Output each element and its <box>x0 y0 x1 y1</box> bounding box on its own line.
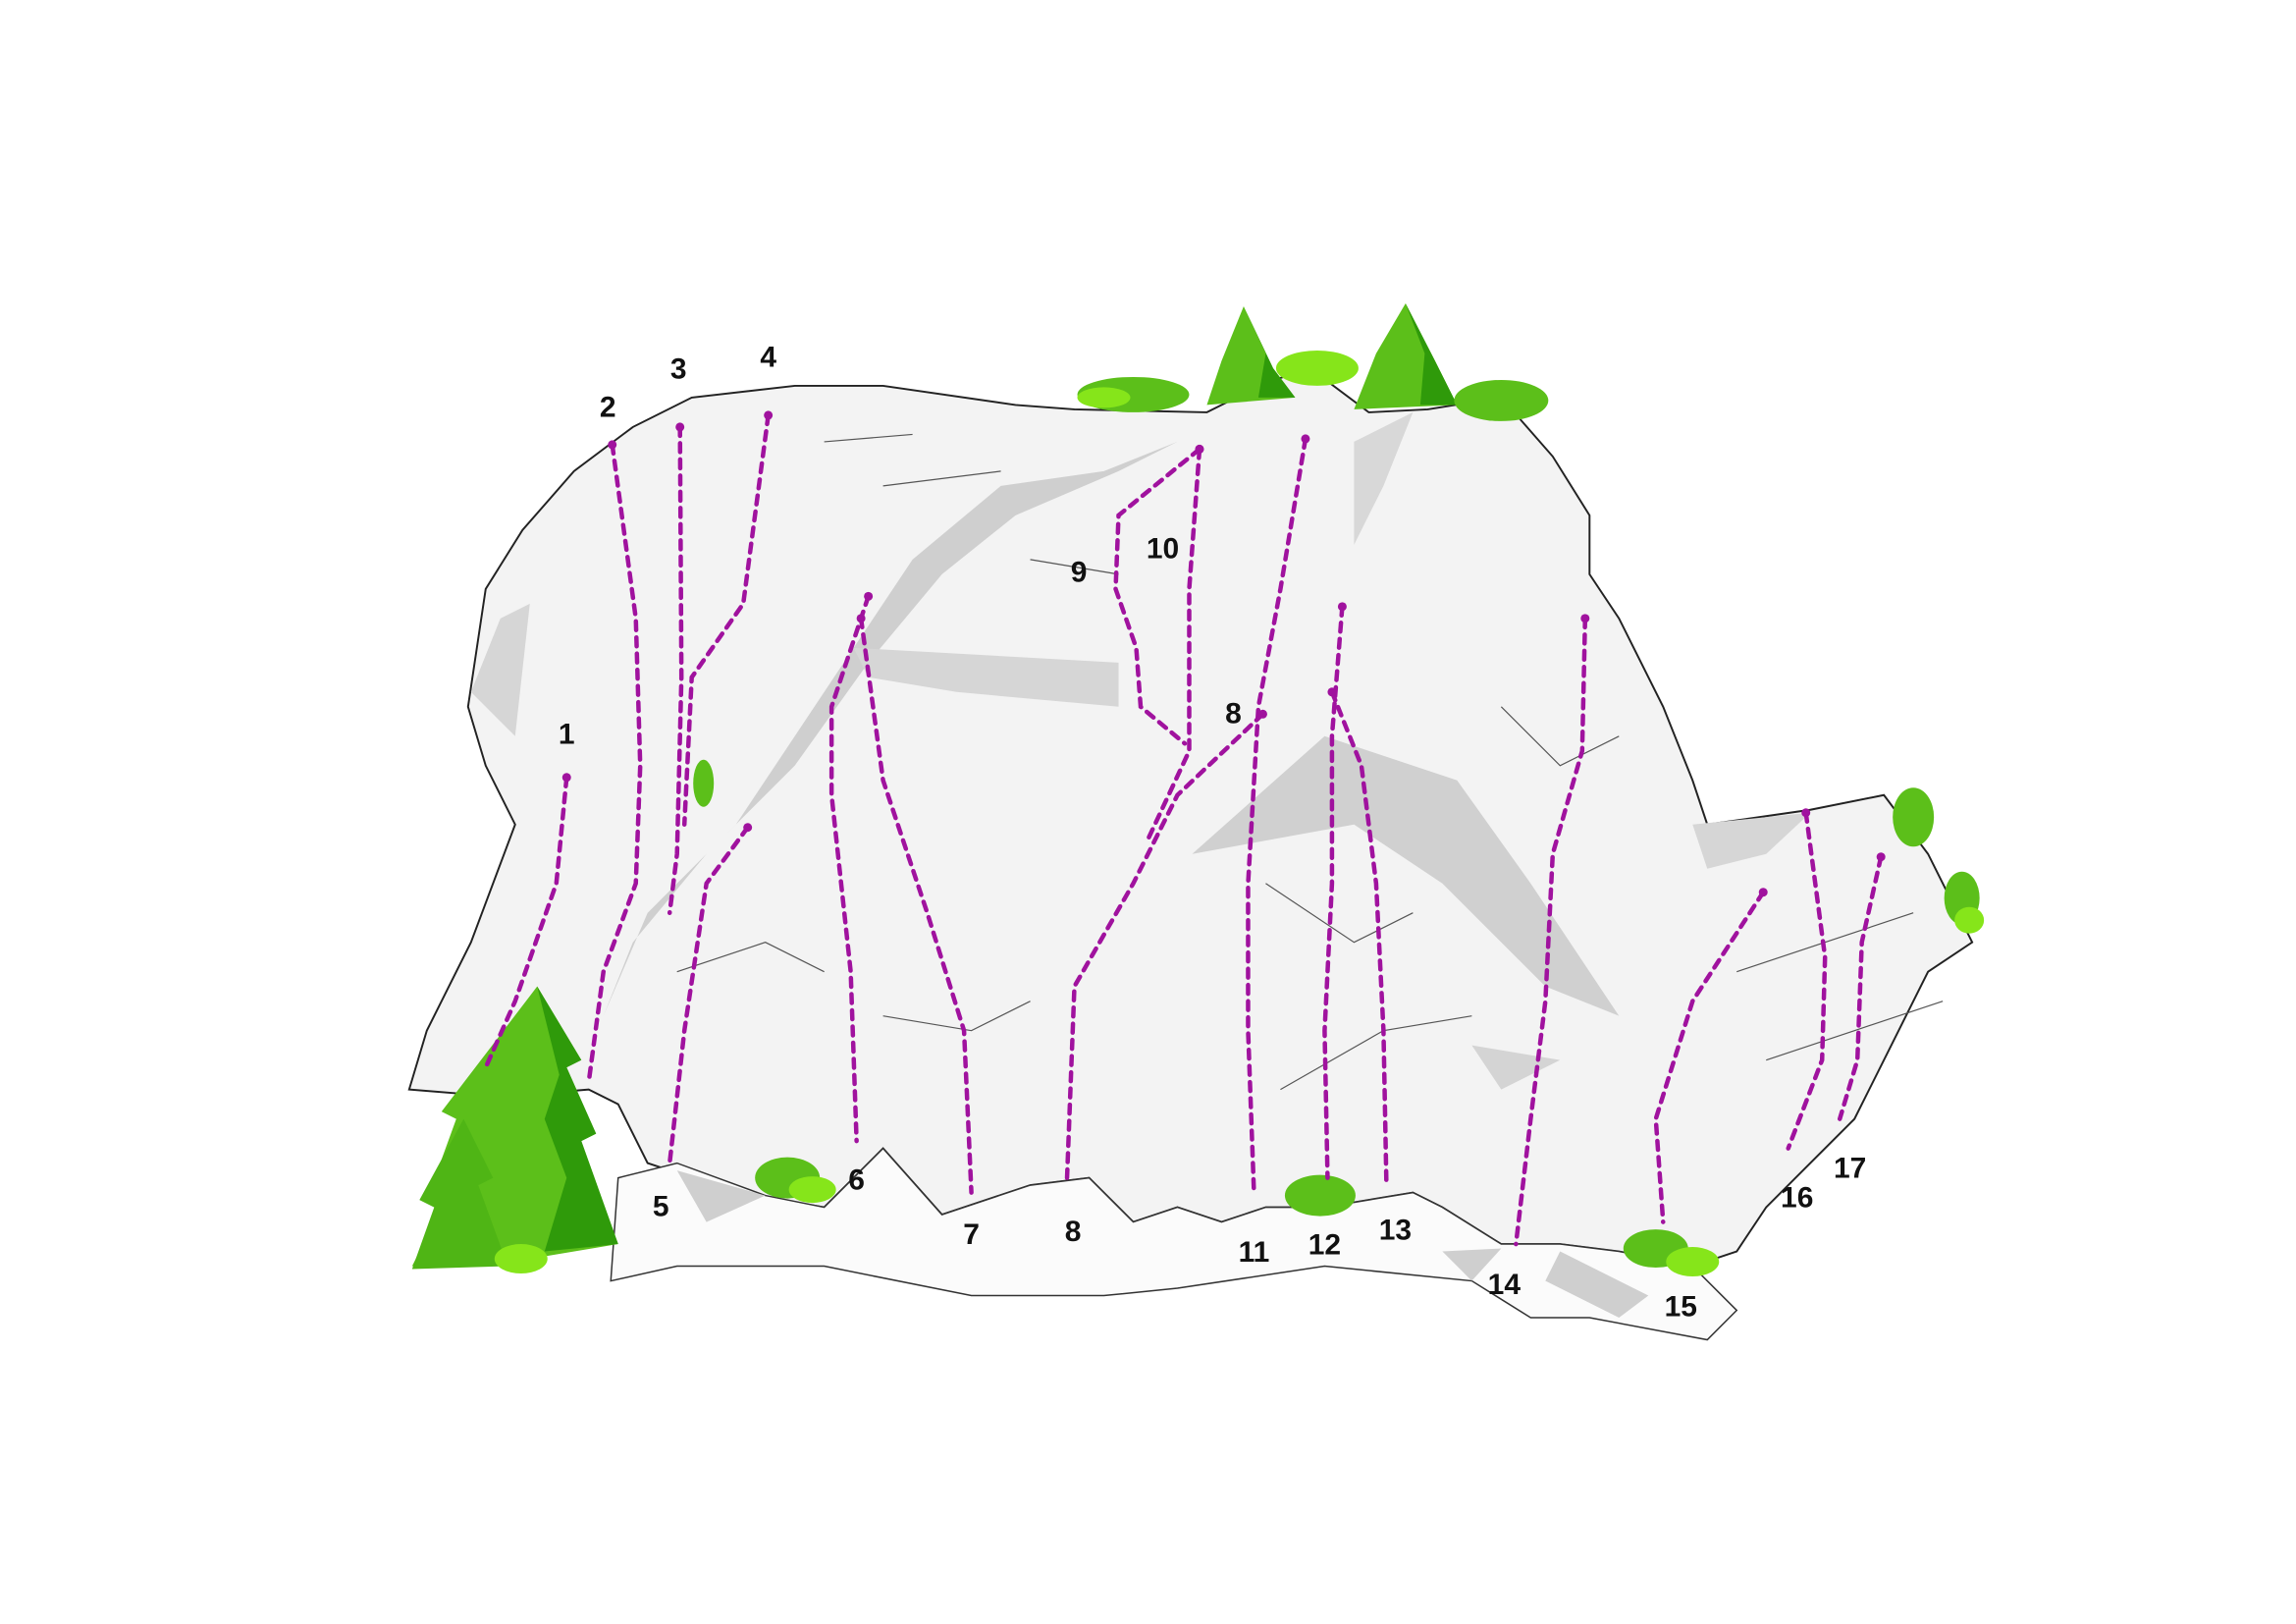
route-line <box>1246 436 1308 1195</box>
rock-crack <box>1500 706 1620 767</box>
route-number-label: 11 <box>1239 1236 1270 1269</box>
route-number-label: 7 <box>963 1218 980 1251</box>
rock-face <box>407 366 1974 1341</box>
route-line <box>667 424 684 915</box>
route-line <box>858 616 974 1195</box>
bush-icon <box>788 1176 836 1204</box>
anchor-icon <box>1327 687 1337 697</box>
route-line <box>1837 854 1884 1121</box>
route-line <box>828 594 871 1144</box>
route-number-label: 8 <box>1065 1216 1082 1248</box>
bush-icon <box>494 1244 548 1274</box>
bush-icon <box>1954 906 1985 934</box>
route-line <box>1064 712 1265 1180</box>
anchor-icon <box>1758 888 1768 897</box>
rock-shadow <box>470 603 530 736</box>
rock-crack <box>882 470 1001 487</box>
route-number-label: 13 <box>1379 1215 1412 1247</box>
base-boulders <box>610 1147 1738 1341</box>
route-number-label: 12 <box>1308 1229 1341 1262</box>
route-line <box>667 825 750 1165</box>
bush-icon <box>1666 1247 1720 1277</box>
anchor-icon <box>1337 602 1347 612</box>
anchor-icon <box>1301 434 1310 444</box>
route-number-label: 9 <box>1071 556 1088 588</box>
anchor-icon <box>561 773 571 783</box>
rock-crack <box>882 1001 1031 1032</box>
route-line <box>1786 810 1828 1151</box>
rock-shadow <box>1692 812 1811 869</box>
anchor-icon <box>675 422 685 432</box>
boulder-shadow <box>1545 1251 1649 1319</box>
bush-icon <box>1077 387 1131 408</box>
route-line <box>586 442 643 1085</box>
anchor-icon <box>1195 444 1204 454</box>
route-number-label: 6 <box>848 1164 865 1197</box>
routes <box>483 410 1886 1247</box>
rock-crack <box>1030 559 1119 575</box>
route-line <box>681 412 771 827</box>
route-line <box>483 775 569 1070</box>
anchor-icon <box>1876 852 1886 862</box>
rock-crack <box>1265 883 1414 944</box>
bush-icon <box>1454 379 1549 421</box>
tree-icon <box>537 986 618 1252</box>
route-number-label: 1 <box>559 718 575 750</box>
route-number-label: 14 <box>1488 1269 1522 1301</box>
rock-shadow <box>1354 411 1414 545</box>
anchor-icon <box>764 410 774 420</box>
anchor-icon <box>856 614 866 623</box>
route-number-label: 15 <box>1665 1291 1697 1324</box>
rock-crack <box>824 433 913 443</box>
route-number-label: 16 <box>1781 1182 1813 1215</box>
vegetation <box>411 302 1985 1277</box>
anchor-icon <box>608 440 617 450</box>
route-line <box>1653 890 1766 1224</box>
bush-icon <box>1284 1174 1356 1217</box>
rock-shadow <box>1192 735 1620 1016</box>
anchor-icon <box>1801 808 1811 818</box>
rock-outline <box>407 366 1974 1268</box>
route-line <box>1113 447 1202 746</box>
anchor-icon <box>743 823 753 833</box>
route-line <box>1329 689 1389 1188</box>
route-number-label: 3 <box>670 352 687 385</box>
plant-icon <box>693 759 715 807</box>
route-line <box>1146 447 1202 841</box>
bush-icon <box>1893 787 1935 847</box>
boulder-shadow <box>1442 1248 1502 1281</box>
tree-icon <box>1243 305 1296 398</box>
route-number-label: 8 <box>1225 697 1242 730</box>
rock-crack <box>1766 1001 1944 1061</box>
tree-icon <box>411 1118 508 1270</box>
route-number-label: 5 <box>653 1191 669 1223</box>
anchor-icon <box>864 591 874 601</box>
tree-icon <box>1405 302 1458 406</box>
rock-crack <box>676 942 825 973</box>
route-number-label: 17 <box>1834 1153 1866 1185</box>
anchor-icon <box>1257 709 1267 719</box>
route-line <box>1514 616 1588 1247</box>
route-number-label: 10 <box>1147 532 1179 565</box>
rock-shadow <box>853 647 1119 707</box>
anchor-icon <box>1580 614 1590 623</box>
route-number-label: 4 <box>760 341 776 373</box>
bush-icon <box>1275 350 1359 386</box>
route-number-label: 2 <box>600 391 616 423</box>
